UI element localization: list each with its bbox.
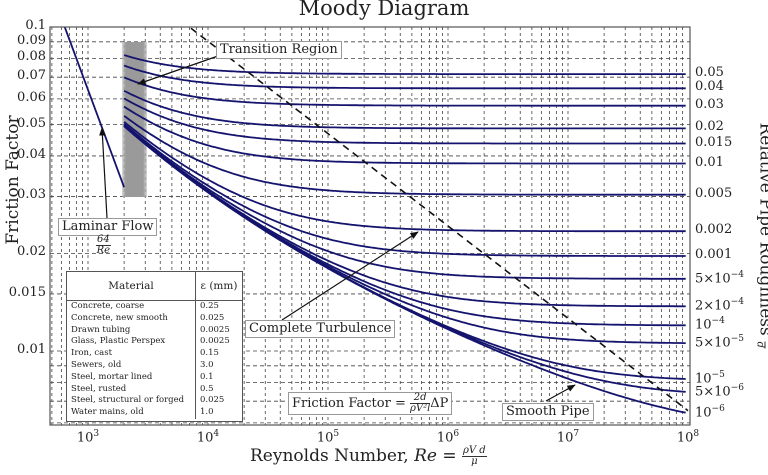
material-roughness: 0.0025 [195,336,242,349]
table-row: Glass, Plastic Perspex 0.0025 [67,336,242,349]
y-tick-label: 0.015 [8,284,46,300]
laminar-flow-label: Laminar Flow [58,218,158,236]
roughness-label: 10−6 [695,404,725,421]
x-tick-label: 103 [76,429,100,446]
table-row: Concrete, coarse 0.25 [67,300,242,313]
roughness-label: 0.05 [695,65,724,81]
y-tick-label: 0.04 [17,146,46,162]
roughness-label: 0.02 [695,119,724,135]
annotation-arrows [99,55,576,402]
material-name: Concrete, new smooth [71,312,168,323]
x-tick-label: 105 [316,429,340,446]
roughness-label: 0.015 [695,134,733,150]
y-tick-label: 0.05 [17,115,46,131]
right-axis-label-text: Relative Pipe Roughness [755,122,768,336]
chart-title: Moody Diagram [298,0,470,20]
material-roughness: 1.0 [195,407,242,419]
roughness-label: 10−4 [695,316,725,333]
y-tick-label: 0.07 [17,68,46,84]
y-tick-label: 0.08 [17,49,46,65]
roughness-label: 2×10−4 [695,297,744,314]
material-name: Concrete, coarse [71,301,145,311]
material-roughness: 3.0 [195,359,242,372]
table-row: Steel, rusted 0.5 [67,383,242,396]
transition-band [122,42,147,197]
material-name: Drawn tubing [71,324,131,335]
table-row: Steel, structural or forged 0.025 [67,395,242,408]
transition-region-label: Transition Region [216,41,342,59]
plot-frame [49,26,691,426]
roughness-label: 10−5 [695,370,725,387]
y-tick-label: 0.1 [25,18,46,33]
roughness-label: 0.001 [695,247,733,263]
material-roughness: 0.025 [195,312,242,325]
roughness-curves [63,27,689,414]
roughness-label: 0.03 [695,96,724,112]
material-name: Water mains, old [71,407,144,418]
x-tick-label: 104 [196,429,220,446]
table-row: Water mains, old 1.0 [67,407,242,419]
table-row: Concrete, new smooth 0.025 [67,312,242,325]
material-name: Steel, structural or forged [71,395,185,406]
material-roughness: 0.0025 [195,324,242,337]
roughness-label: 0.005 [695,185,733,201]
smooth-pipe-label: Smooth Pipe [502,403,594,421]
y-tick-label: 0.03 [17,187,46,203]
material-roughness: 0.25 [195,300,242,313]
material-name: Sewers, old [71,359,122,370]
y-tick-label: 0.06 [17,89,46,105]
roughness-label: 5×10−5 [695,334,744,351]
table-row: Sewers, old 3.0 [67,359,242,372]
material-roughness: 0.025 [195,395,242,408]
material-name: Steel, mortar lined [71,371,153,382]
material-roughness: 0.15 [195,348,242,360]
roughness-label: 0.04 [695,79,724,95]
y-tick-label: 0.01 [17,342,46,357]
material-name: Iron, cast [71,348,113,359]
eps-over-d: εd [755,341,768,349]
x-tick-label: 108 [676,429,700,446]
table-row: Drawn tubing 0.0025 [67,324,242,337]
roughness-label: 0.002 [695,222,733,238]
complete-turbulence-label: Complete Turbulence [245,320,396,338]
table-row: Steel, mortar lined 0.1 [67,371,242,384]
roughness-label: 5×10−4 [695,269,744,287]
material-header: Material [67,272,196,301]
roughness-label: 0.01 [695,154,724,170]
right-axis-label: Relative Pipe Roughness εd [755,121,768,351]
eps-header: ε (mm) [195,272,242,301]
material-roughness: 0.1 [195,371,242,384]
material-name: Steel, rusted [71,383,127,394]
material-roughness: 0.5 [195,383,242,396]
material-name: Glass, Plastic Perspex [71,336,166,347]
y-tick-label: 0.02 [17,244,46,260]
table-row: Iron, cast 0.15 [67,348,242,360]
x-tick-label: 106 [436,429,460,446]
x-tick-label: 107 [556,429,580,446]
y-tick-label: 0.09 [17,32,46,48]
roughness-label: 5×10−6 [695,383,744,400]
